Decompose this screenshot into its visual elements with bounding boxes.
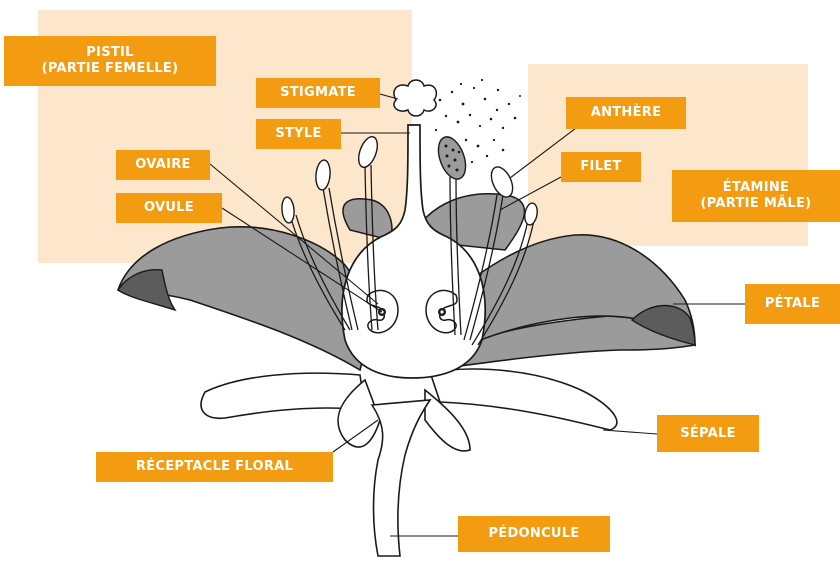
label-pedoncule: PÉDONCULE (458, 516, 610, 552)
pistil-group-label: PISTIL (PARTIE FEMELLE) (4, 36, 216, 86)
etamine-label-line1: ÉTAMINE (723, 180, 789, 196)
label-filet: FILET (561, 152, 641, 182)
etamine-group-label: ÉTAMINE (PARTIE MÂLE) (672, 170, 840, 222)
label-receptacle: RÉCEPTACLE FLORAL (96, 452, 333, 482)
label-style: STYLE (256, 119, 341, 149)
label-anthere: ANTHÈRE (566, 97, 686, 129)
label-ovaire: OVAIRE (116, 150, 210, 180)
label-sepale: SÉPALE (657, 415, 759, 452)
stigma (394, 80, 436, 116)
etamine-label-line2: (PARTIE MÂLE) (701, 196, 812, 212)
pistil-label-line1: PISTIL (86, 45, 134, 61)
label-stigmate: STIGMATE (256, 78, 380, 108)
label-ovule: OVULE (116, 193, 222, 223)
pistil-label-line2: (PARTIE FEMELLE) (42, 61, 179, 77)
label-petale: PÉTALE (745, 284, 840, 324)
peduncle (372, 400, 430, 556)
